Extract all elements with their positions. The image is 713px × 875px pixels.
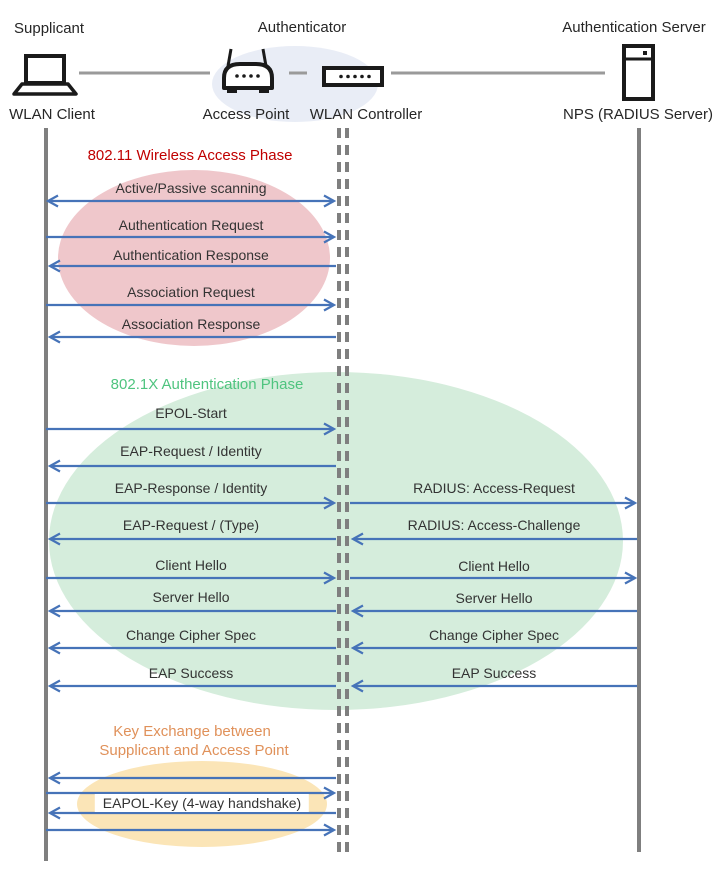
- label-eap-response-identity: EAP-Response / Identity: [114, 480, 268, 496]
- server-icon: [622, 44, 655, 101]
- phase2-title: 802.1X Authentication Phase: [110, 376, 304, 393]
- access-point-icon: [222, 48, 274, 93]
- label-eap-request-identity: EAP-Request / Identity: [120, 443, 262, 459]
- device-wlan-client: WLAN Client: [9, 106, 95, 123]
- role-authentication-server: Authentication Server: [562, 19, 706, 36]
- phase3-title-line1: Key Exchange between: [113, 723, 271, 740]
- label-eap-request-type: EAP-Request / (Type): [122, 517, 260, 533]
- lifelines: [44, 128, 641, 861]
- label-server-hello-left: Server Hello: [152, 589, 230, 605]
- label-radius-access-request: RADIUS: Access-Request: [413, 480, 575, 496]
- phase3-title-line2: Supplicant and Access Point: [99, 742, 289, 759]
- label-client-hello-right: Client Hello: [458, 558, 530, 574]
- label-assoc-response: Association Response: [121, 316, 261, 332]
- label-server-hello-right: Server Hello: [455, 590, 533, 606]
- label-eap-success-left: EAP Success: [148, 665, 234, 681]
- label-assoc-request: Association Request: [127, 284, 255, 300]
- label-eapol-key: EAPOL-Key (4-way handshake): [94, 794, 310, 812]
- label-client-hello-left: Client Hello: [155, 557, 227, 573]
- label-auth-request: Authentication Request: [118, 217, 264, 233]
- device-nps-radius-server: NPS (RADIUS Server): [562, 106, 713, 123]
- label-change-cipher-right: Change Cipher Spec: [429, 627, 559, 643]
- phase1-ellipse: [58, 170, 330, 346]
- label-auth-response: Authentication Response: [113, 247, 269, 263]
- label-eap-success-right: EAP Success: [451, 665, 537, 681]
- label-change-cipher-left: Change Cipher Spec: [126, 627, 256, 643]
- message-arrows: [45, 194, 638, 837]
- role-authenticator: Authenticator: [257, 19, 347, 36]
- phase1-title: 802.11 Wireless Access Phase: [87, 147, 293, 164]
- label-scanning: Active/Passive scanning: [115, 180, 267, 196]
- laptop-icon: [12, 54, 78, 96]
- label-radius-access-challenge: RADIUS: Access-Challenge: [407, 517, 581, 533]
- wlan-controller-icon: [322, 66, 384, 87]
- label-epol-start: EPOL-Start: [155, 405, 227, 421]
- device-access-point: Access Point: [202, 106, 290, 123]
- role-supplicant: Supplicant: [14, 20, 85, 37]
- device-wlan-controller: WLAN Controller: [309, 106, 423, 123]
- phase2-ellipse: [49, 372, 623, 710]
